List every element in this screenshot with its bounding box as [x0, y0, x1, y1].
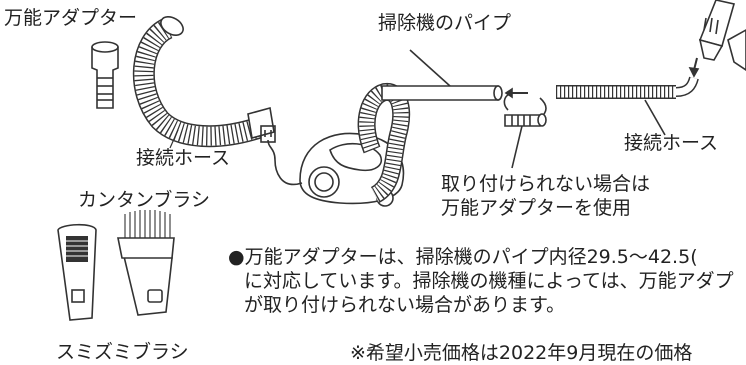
vacuum-pipe-label: 掃除機のパイプ — [378, 12, 512, 34]
cannot-attach-label-line1: 取り付けられない場合は — [441, 173, 651, 195]
sumizumi-brush-label: スミズミブラシ — [56, 341, 189, 363]
small-adapter-icon — [504, 113, 547, 169]
kantan-brush-label: カンタンブラシ — [78, 189, 211, 211]
compatibility-note-line1: ●万能アダプターは、掃除機のパイプ内径29.5〜42.5( — [228, 246, 698, 268]
vacuum-hose-icon — [357, 83, 411, 204]
connecting-hose-icon — [132, 16, 275, 148]
universal-adapter-icon — [91, 41, 119, 109]
connecting-hose-label: 接続ホース — [136, 147, 231, 169]
connecting-hose-right-label: 接続ホース — [624, 132, 719, 154]
cannot-attach-label-line2: 万能アダプターを使用 — [441, 197, 632, 219]
kantan-brush-icon — [117, 210, 175, 316]
insert-arrow-icon — [503, 87, 547, 119]
vacuum-pipe-icon — [381, 49, 503, 101]
sumizumi-brush-icon — [57, 223, 97, 321]
connecting-hose-right-icon — [556, 57, 700, 136]
compatibility-note-line3: が取り付けられない場合があります。 — [244, 294, 566, 316]
universal-adapter-label: 万能アダプター — [4, 7, 138, 29]
price-note: ※希望小売価格は2022年9月現在の価格 — [350, 342, 693, 364]
compatibility-note-line2: に対応しています。掃除機の機種によっては、万能アダプ — [244, 270, 734, 292]
brush-attachment-icon — [698, 0, 746, 71]
